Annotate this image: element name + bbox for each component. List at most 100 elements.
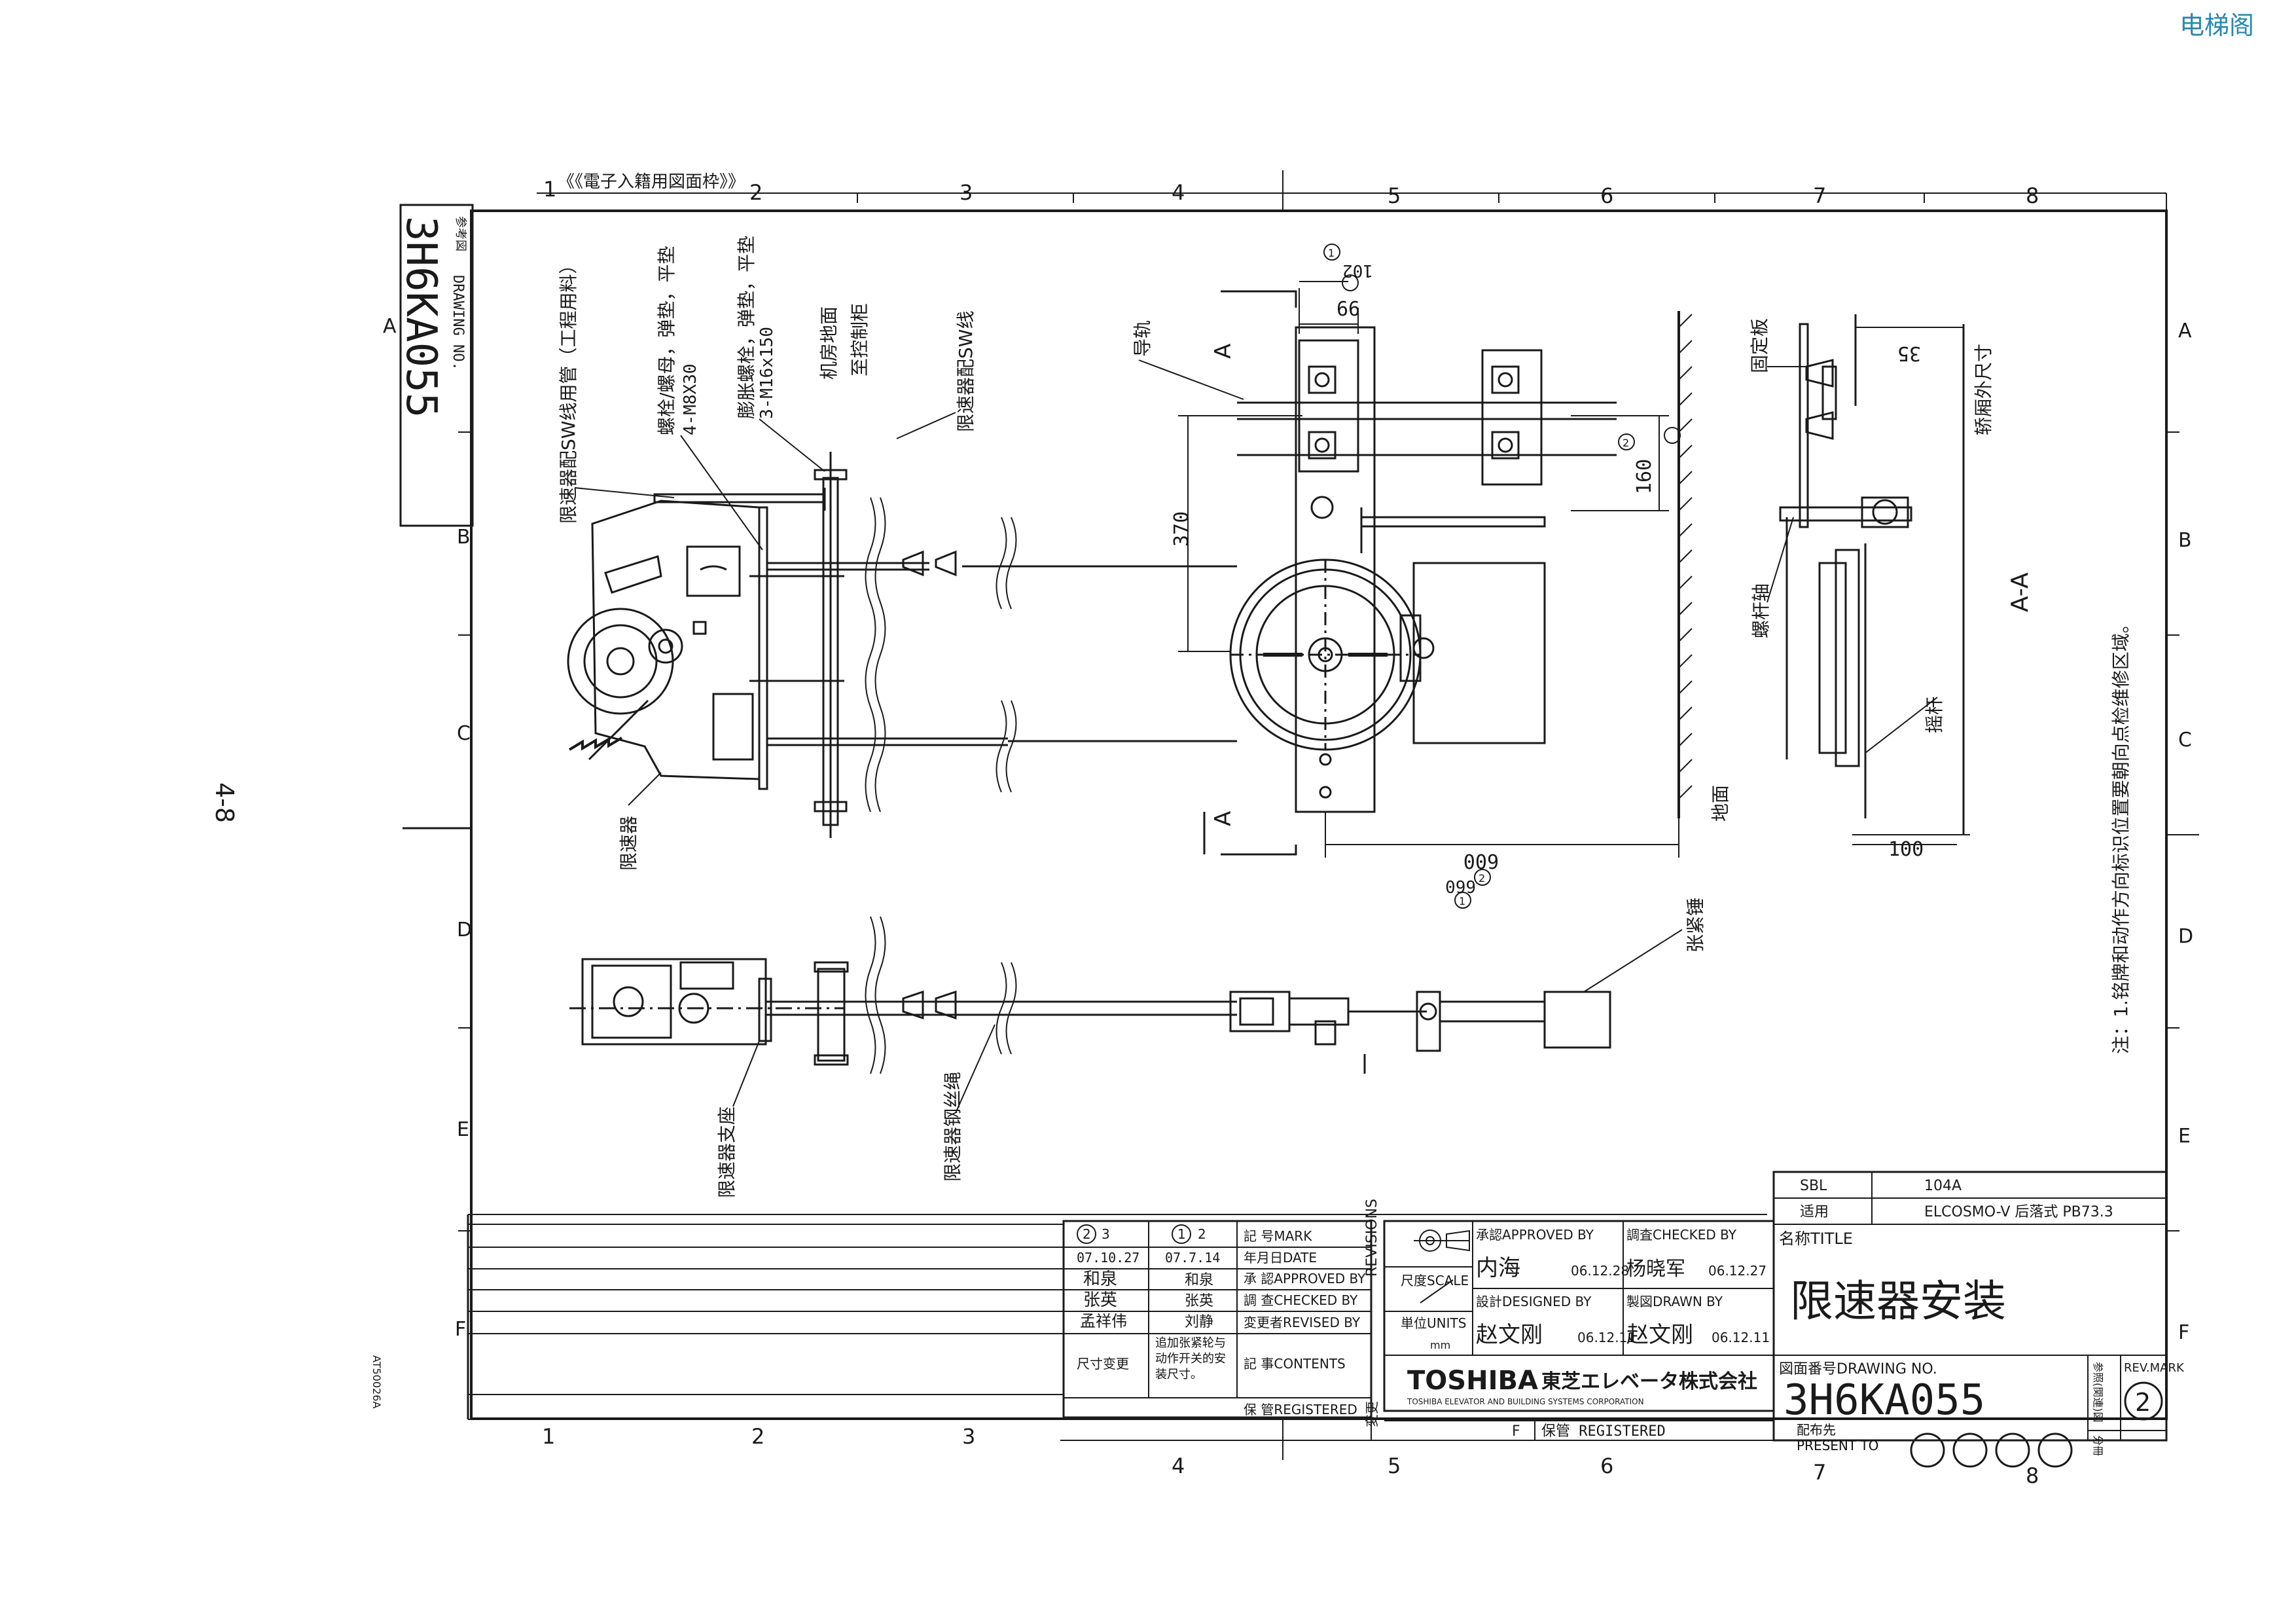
- watermark: 电梯阁: [2179, 11, 2254, 40]
- rev2-mark2: 3: [1102, 1226, 1110, 1242]
- rev-side-label: REVISIONS: [1364, 1199, 1380, 1277]
- row-left-F: F: [455, 1318, 466, 1341]
- dim-35: 35: [1897, 342, 1921, 365]
- row-right-E: E: [2178, 1125, 2191, 1148]
- label-to-cabinet: 至控制柜: [849, 303, 870, 376]
- row-left-A: A: [383, 315, 397, 338]
- governor-front-view: [567, 452, 1237, 838]
- distribution-circles: [1910, 1432, 2073, 1468]
- dim-rev-mark-b: 2: [1623, 437, 1629, 449]
- scale-label: 尺度SCALE: [1401, 1273, 1469, 1288]
- col-top-8: 8: [2026, 183, 2039, 208]
- dimensions: 99 102 370 160 600 660 35 100 1 2 1 2: [1170, 244, 1924, 909]
- col-top-6: 6: [1600, 183, 1613, 208]
- rev2-date: 07.10.27: [1077, 1250, 1139, 1266]
- label-floor: 机房地面: [818, 306, 840, 380]
- label-car-size: 轿厢外尺寸: [1973, 344, 1994, 435]
- company-en: TOSHIBA ELEVATOR AND BUILDING SYSTEMS CO…: [1407, 1397, 1644, 1406]
- rev1-approved: 和泉: [1185, 1272, 1213, 1288]
- ref-drawing-box: 参考図 DRAWING NO. 3H6KA055: [397, 204, 474, 527]
- row-left-C: C: [457, 722, 471, 745]
- rev-side-label-2: 変更: [1364, 1401, 1380, 1427]
- column-numbers-bottom: 1 2 3 4 5 6 7 8: [542, 1424, 2039, 1488]
- revisions-table: [468, 1220, 1372, 1440]
- rev2-checked: 张英: [1083, 1290, 1117, 1310]
- units-value: mm: [1430, 1339, 1450, 1351]
- apply-label: 适用: [1800, 1204, 1829, 1220]
- drawn-label: 製図DRAWN BY: [1626, 1294, 1723, 1309]
- drawing-labels: 限速器配SW线用管（工程用料） 螺栓/螺母，弹垫，平垫 4-M8X30 膨胀螺栓…: [558, 236, 2132, 1198]
- sbl-value: 104A: [1924, 1178, 1962, 1194]
- designed-name: 赵文刚: [1476, 1322, 1543, 1348]
- dim-370: 370: [1170, 511, 1193, 547]
- section-aa-view: [1779, 314, 1970, 845]
- label-rope: 限速器钢丝绳: [942, 1072, 963, 1182]
- revisions-text: 記 号MARK 年月日DATE 承 認APPROVED BY 調 查CHECKE…: [1077, 1199, 1380, 1427]
- rev2-mark: 2: [1083, 1226, 1091, 1242]
- company-logo: TOSHIBA: [1407, 1366, 1538, 1396]
- approved-name: 内海: [1476, 1255, 1520, 1281]
- designed-label: 設計DESIGNED BY: [1476, 1294, 1592, 1309]
- title-label: 名称TITLE: [1779, 1230, 1853, 1248]
- col-bottom-6: 6: [1600, 1453, 1613, 1478]
- row-right-A: A: [2178, 319, 2192, 342]
- col-top-1: 1: [543, 177, 556, 202]
- label-bolt1-spec: 4-M8X30: [681, 363, 700, 435]
- label-tension: 张紧锤: [1685, 898, 1706, 953]
- col-bottom-3: 3: [962, 1424, 975, 1449]
- col-bottom-4: 4: [1172, 1453, 1185, 1478]
- rev1-revised: 刘静: [1185, 1314, 1213, 1330]
- dim-99: 99: [1336, 296, 1360, 319]
- rev2-contents: 尺寸变更: [1077, 1356, 1129, 1372]
- rev-mark-label: REV.MARK: [2124, 1361, 2185, 1375]
- label-note: 注：1.铭牌和动作方向标识位置要朝向点检维修区域。: [2110, 615, 2132, 1054]
- projection-symbol-icon: [1414, 1230, 1470, 1252]
- checked-name: 杨晓军: [1626, 1258, 1685, 1281]
- rev1-mark: 1: [1177, 1226, 1186, 1242]
- row-right-D: D: [2178, 925, 2193, 948]
- sbl-label: SBL: [1800, 1178, 1827, 1194]
- checked-date: 06.12.27: [1708, 1263, 1767, 1279]
- label-bolt2: 膨胀螺栓，弹垫，平垫: [736, 236, 757, 419]
- label-governor: 限速器: [618, 816, 639, 871]
- label-fixed-plate: 固定板: [1749, 318, 1770, 373]
- rev2-revised: 孟祥伟: [1080, 1312, 1127, 1330]
- rev-mark: 2: [2135, 1388, 2151, 1417]
- col-top-2: 2: [749, 180, 762, 205]
- label-bolt1: 螺栓/螺母，弹垫，平垫: [656, 246, 677, 435]
- row-right-C: C: [2178, 729, 2192, 752]
- ref-number: 3H6KA055: [397, 216, 445, 418]
- rev-label-contents: 記 事CONTENTS: [1244, 1356, 1346, 1372]
- title-block: [1383, 1171, 2168, 1442]
- col-bottom-1: 1: [542, 1424, 555, 1449]
- rev1-mark2: 2: [1198, 1226, 1206, 1242]
- f-mark: F: [1512, 1423, 1520, 1440]
- label-section-a-bottom: A: [1210, 811, 1236, 826]
- dim-100: 100: [1888, 838, 1924, 861]
- approved-date: 06.12.28: [1571, 1263, 1629, 1279]
- company-jp: 東芝エレベータ株式会社: [1541, 1370, 1757, 1393]
- row-letters: A B C D E F A B C D E F: [383, 315, 2193, 1344]
- title-block-text: SBL 104A 适用 ELCOSMO-V 后落式 PB73.3 名称TITLE…: [1401, 1178, 2185, 1468]
- col-bottom-5: 5: [1388, 1453, 1401, 1478]
- label-ground: 地面: [1710, 785, 1731, 822]
- dim-102: 102: [1342, 261, 1373, 280]
- rev1-date: 07.7.14: [1165, 1250, 1220, 1266]
- rev-label-mark: 記 号MARK: [1244, 1228, 1312, 1244]
- drawn-name: 赵文刚: [1626, 1322, 1693, 1348]
- governor-plan-view: [1178, 281, 1693, 858]
- rev1-contents: 追加张紧轮与动作开关的安装尺寸。: [1155, 1336, 1226, 1381]
- label-section-a-top: A: [1210, 344, 1236, 359]
- ref-label-en: DRAWING NO.: [450, 275, 466, 371]
- label-base: 限速器支座: [716, 1106, 738, 1198]
- column-numbers-top: 1 2 3 4 5 6 7 8: [543, 177, 2039, 208]
- col-bottom-7: 7: [1813, 1460, 1826, 1485]
- governor-side-view: [569, 916, 1611, 1074]
- label-rocker: 摇杆: [1924, 697, 1945, 733]
- checked-label: 調査CHECKED BY: [1626, 1227, 1737, 1243]
- col-bottom-2: 2: [751, 1424, 764, 1449]
- ref-label-cn: 参考図: [454, 216, 467, 251]
- col-top-3: 3: [960, 180, 973, 205]
- label-sw-wire: 限速器配SW线: [955, 311, 977, 432]
